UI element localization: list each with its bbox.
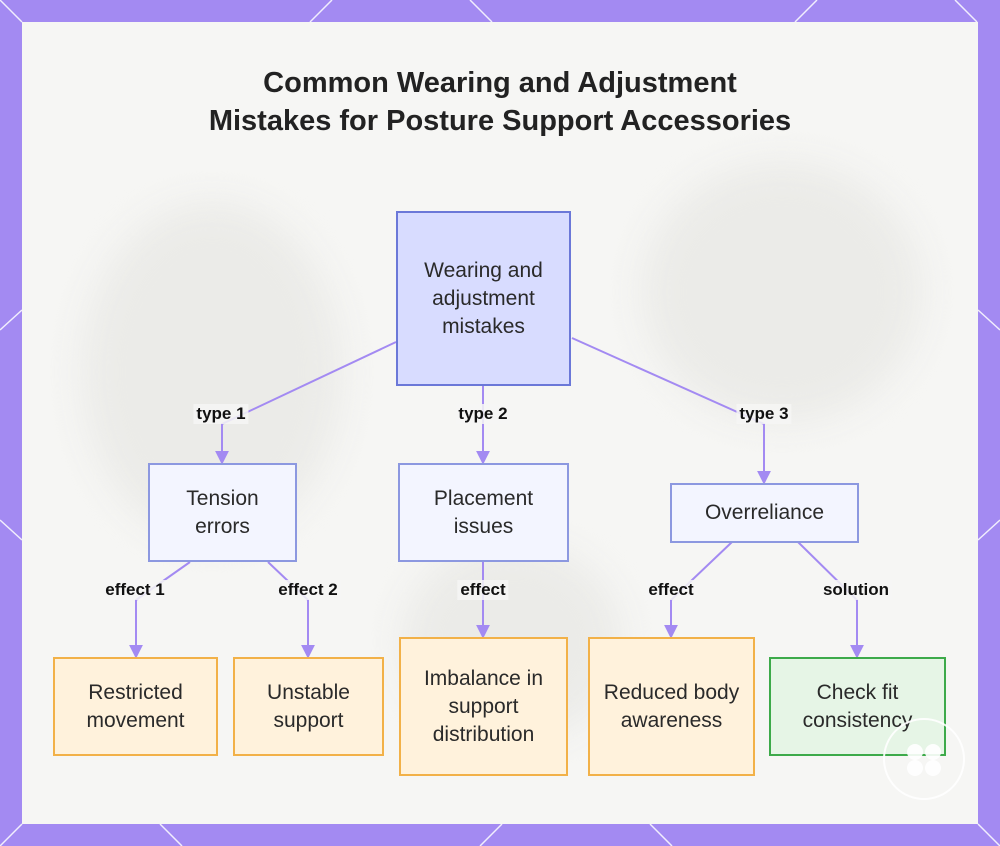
node-tension-errors: Tension errors — [148, 463, 297, 562]
edge-effect2 — [267, 561, 315, 659]
edge-label-type2: type 2 — [455, 404, 511, 424]
node-placement-issues: Placement issues — [398, 463, 569, 562]
edge-label-effect1: effect 1 — [102, 580, 168, 600]
node-imbalance-support-distribution: Imbalance in support distribution — [399, 637, 568, 776]
node-label: Overreliance — [704, 501, 825, 524]
node-reduced-body-awareness: Reduced body awareness — [588, 637, 755, 776]
edge-label-solution: solution — [819, 580, 893, 600]
edge-type3 — [571, 337, 771, 485]
edge-label-type3: type 3 — [736, 404, 792, 424]
edge-solution — [797, 541, 864, 659]
edge-label-effect2: effect 2 — [275, 580, 341, 600]
watermark-logo-icon — [883, 718, 965, 800]
diagram-title: Common Wearing and Adjustment Mistakes f… — [208, 67, 792, 137]
edge-label-effect-b: effect — [645, 580, 697, 600]
node-label: Restricted movement — [86, 680, 185, 732]
node-label: Check fit consistency — [802, 680, 913, 732]
node-label: Imbalance in support distribution — [423, 666, 544, 746]
node-restricted-movement: Restricted movement — [53, 657, 218, 756]
edge-effect1 — [129, 561, 191, 659]
node-label: Wearing and adjustment mistakes — [424, 258, 543, 338]
edge-label-effect: effect — [457, 580, 509, 600]
background-blur — [642, 162, 922, 422]
node-label: Tension errors — [186, 486, 259, 538]
node-label: Reduced body awareness — [603, 680, 740, 732]
edge-effect-b — [664, 541, 733, 639]
edge-label-type1: type 1 — [193, 404, 249, 424]
node-label: Placement issues — [433, 486, 534, 538]
node-wearing-adjustment-mistakes: Wearing and adjustment mistakes — [396, 211, 571, 386]
edge-type1 — [215, 341, 397, 465]
node-unstable-support: Unstable support — [233, 657, 384, 756]
node-overreliance: Overreliance — [670, 483, 859, 543]
node-label: Unstable support — [267, 680, 350, 732]
